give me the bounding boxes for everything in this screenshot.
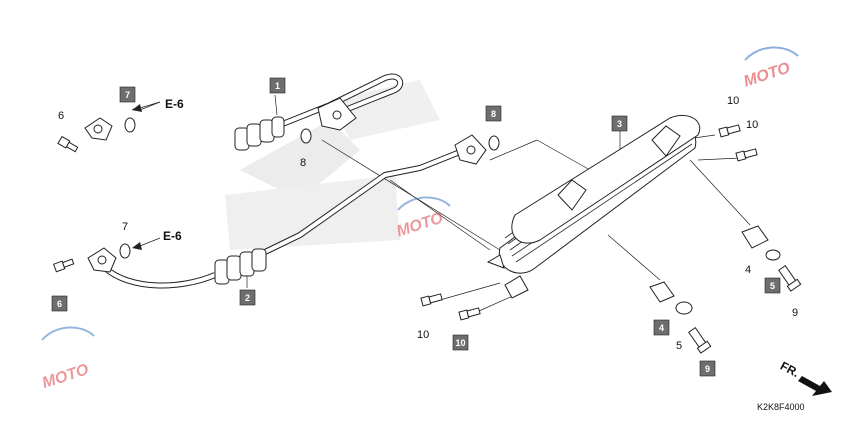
- svg-text:E-6: E-6: [163, 229, 182, 243]
- callout-5: 5: [676, 340, 682, 352]
- leader-lines: [246, 94, 751, 316]
- watermark-center: MOTO: [395, 196, 451, 241]
- callout-10-bottom: 10: [417, 329, 429, 341]
- callout-8: 8: [300, 157, 306, 169]
- svg-text:2: 2: [245, 293, 250, 303]
- svg-text:1: 1: [275, 81, 280, 91]
- watermark-bottom-left: MOTO: [40, 326, 95, 392]
- callout-box-5: 5: [764, 277, 781, 294]
- svg-text:9: 9: [705, 364, 710, 374]
- svg-text:4: 4: [659, 323, 664, 333]
- front-direction-arrow: FR.: [778, 359, 832, 396]
- watermark-top-right: MOTO: [742, 46, 799, 91]
- svg-text:6: 6: [57, 299, 62, 309]
- reference-upper: E-6: [131, 97, 184, 112]
- svg-text:E-6: E-6: [165, 97, 184, 111]
- svg-text:MOTO: MOTO: [742, 59, 793, 90]
- bolts: [52, 124, 802, 354]
- reference-lower: E-6: [132, 229, 182, 250]
- callout-7: 7: [122, 221, 128, 233]
- svg-text:7: 7: [125, 90, 130, 100]
- drawing-code: K2K8F4000: [757, 402, 805, 412]
- plain-callouts: 6 7 8 10 10 10 4 5 9: [58, 95, 798, 352]
- callout-box-10: 10: [452, 334, 469, 351]
- callout-box-2: 2: [239, 289, 256, 306]
- callout-10-right: 10: [746, 119, 758, 131]
- callout-4: 4: [745, 264, 751, 276]
- svg-text:8: 8: [491, 109, 496, 119]
- o-rings: [119, 117, 500, 259]
- callout-10-top: 10: [727, 95, 739, 107]
- svg-text:MOTO: MOTO: [40, 361, 91, 392]
- svg-text:FR.: FR.: [778, 359, 802, 380]
- upper-oil-hose: [84, 73, 404, 157]
- callout-box-3: 3: [611, 115, 628, 132]
- callout-box-4: 4: [653, 319, 670, 336]
- svg-text:10: 10: [455, 338, 465, 348]
- boxed-callouts: 1 2 3 4 5 6 7 8 9 10: [51, 77, 781, 377]
- callout-box-9: 9: [699, 360, 716, 377]
- lower-oil-hose: [87, 134, 487, 289]
- svg-text:3: 3: [617, 119, 622, 129]
- svg-text:5: 5: [770, 281, 775, 291]
- callout-6: 6: [58, 110, 64, 122]
- callout-9: 9: [792, 307, 798, 319]
- svg-text:MOTO: MOTO: [395, 209, 446, 240]
- callout-box-8: 8: [485, 105, 502, 122]
- callout-box-1: 1: [269, 77, 286, 94]
- grommets: [649, 225, 781, 315]
- callout-box-6: 6: [51, 295, 68, 312]
- oil-cooler: [486, 114, 701, 299]
- callout-box-7: 7: [119, 86, 136, 103]
